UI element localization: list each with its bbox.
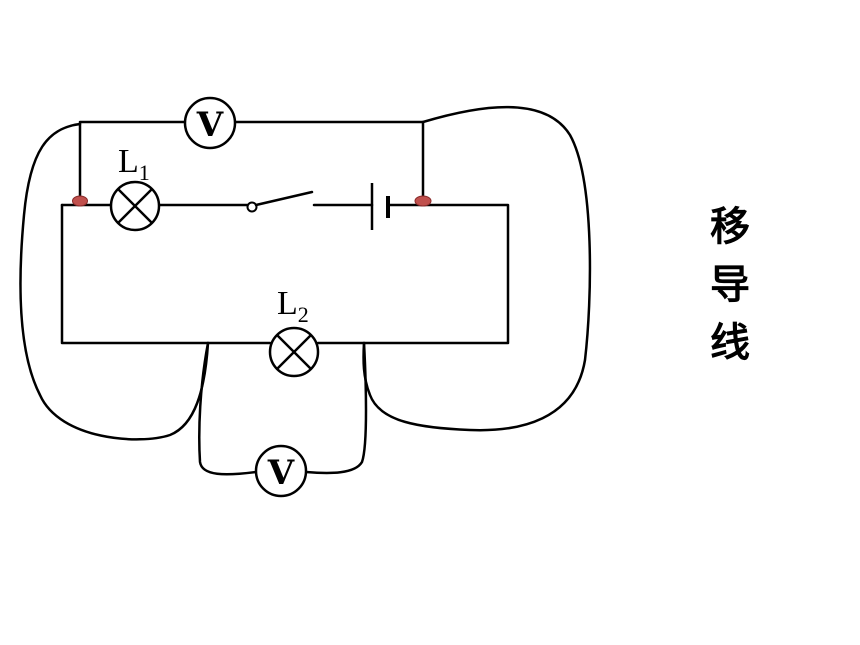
outer-wire-left [19,122,210,441]
lamp-l2 [268,326,320,378]
side-label-char-1: 移 [710,204,750,250]
voltmeter-top-symbol: V [196,105,224,145]
side-label: 移 导 线 [700,198,760,372]
wire-bottom-left [60,203,272,345]
voltmeter-top: V [183,96,237,150]
lamp-l1-letter: L [118,143,139,180]
switch [246,190,314,213]
wire-battery-to-right [316,203,510,345]
wire-bottom-branch-left [198,341,258,476]
lamp-l1 [109,180,161,232]
voltmeter-bottom-symbol: V [267,453,295,493]
lamp-l1-subscript: 1 [139,160,150,185]
lamp-l2-subscript: 2 [298,302,309,327]
voltmeter-bottom: V [254,444,308,498]
wire-top-left [78,120,187,202]
connection-node-left [72,195,88,207]
wire-top-right [234,120,425,202]
connection-node-right [414,195,432,207]
lamp-l2-letter: L [277,285,298,322]
main-loop [60,203,510,345]
lamp-l1-label: L1 [118,143,150,185]
battery [370,183,390,230]
bottom-voltmeter-branch [198,341,368,476]
side-label-char-2: 导 [710,262,750,308]
wire-bottom-branch-right [304,341,368,475]
side-label-char-3: 线 [710,320,750,366]
lamp-l2-label: L2 [277,285,309,327]
outer-wire-right [362,105,592,432]
